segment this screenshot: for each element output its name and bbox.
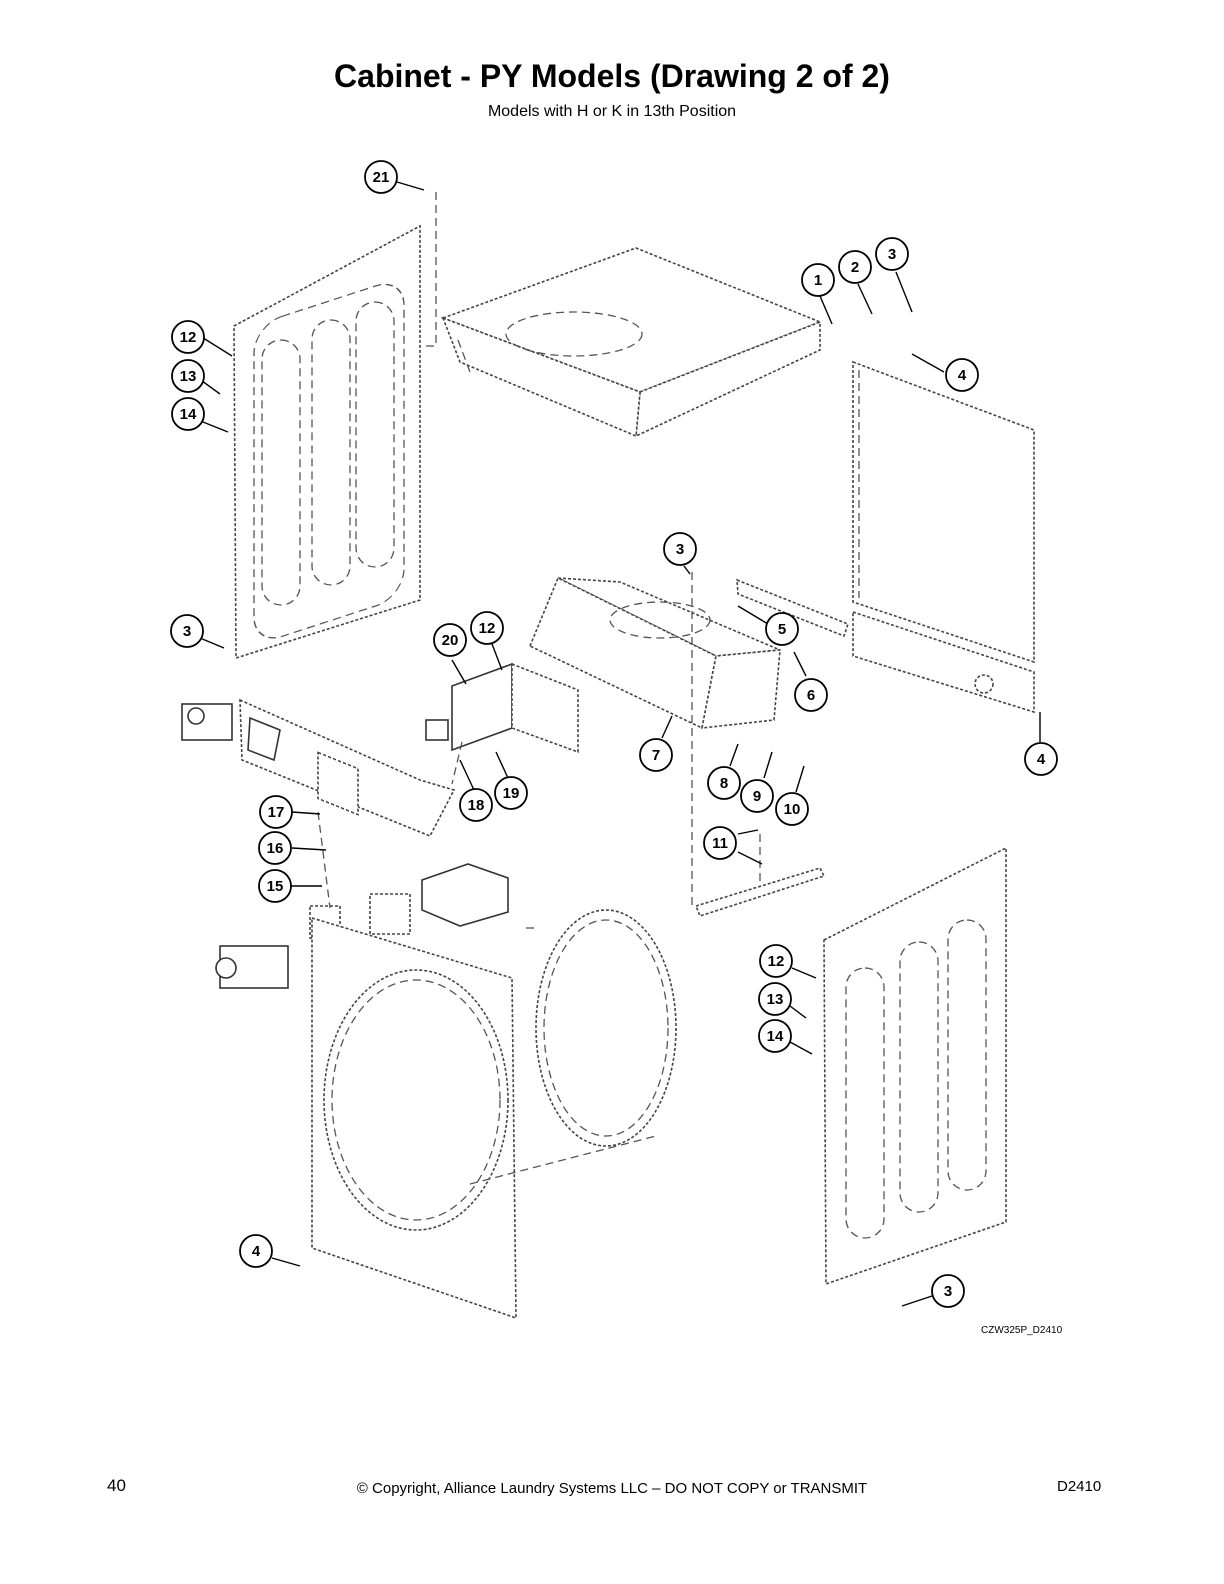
drawing-code: CZW325P_D2410 <box>981 1325 1063 1336</box>
svg-text:14: 14 <box>767 1028 784 1045</box>
page-number: 40 <box>107 1476 126 1495</box>
callout-8: 8 <box>707 766 741 800</box>
svg-text:2: 2 <box>851 259 859 276</box>
svg-text:12: 12 <box>180 329 197 346</box>
svg-text:17: 17 <box>268 804 285 821</box>
svg-text:3: 3 <box>183 623 191 640</box>
electrical-box <box>421 863 509 927</box>
dial-knob <box>215 945 289 989</box>
svg-text:10: 10 <box>784 801 801 818</box>
base-frame <box>528 576 781 730</box>
right-side-panel <box>823 846 1007 1286</box>
svg-text:1: 1 <box>814 272 822 289</box>
timer-module <box>181 703 233 741</box>
callout-14: 14 <box>171 397 205 431</box>
control-board <box>425 662 579 754</box>
svg-text:3: 3 <box>944 1283 952 1300</box>
svg-text:8: 8 <box>720 775 728 792</box>
svg-text:9: 9 <box>753 788 761 805</box>
svg-text:5: 5 <box>778 621 786 638</box>
svg-text:3: 3 <box>888 246 896 263</box>
callout-20: 20 <box>433 623 467 657</box>
callout-13: 13 <box>171 359 205 393</box>
callout-21: 21 <box>364 160 398 194</box>
callout-17: 17 <box>259 795 293 829</box>
assembly-lines <box>317 192 761 1185</box>
callout-13: 13 <box>758 982 792 1016</box>
front-panel <box>311 916 517 1320</box>
svg-text:12: 12 <box>768 953 785 970</box>
control-console <box>181 698 456 838</box>
callout-19: 19 <box>494 776 528 810</box>
callout-5: 5 <box>765 612 799 646</box>
callout-4: 4 <box>945 358 979 392</box>
svg-text:16: 16 <box>267 840 284 857</box>
callout-2: 2 <box>838 250 872 284</box>
callout-4: 4 <box>1024 742 1058 776</box>
svg-text:4: 4 <box>252 1243 261 1260</box>
callout-12: 12 <box>470 611 504 645</box>
callout-9: 9 <box>740 779 774 813</box>
svg-text:13: 13 <box>180 368 197 385</box>
svg-text:21: 21 <box>373 169 390 186</box>
page-title: Cabinet - PY Models (Drawing 2 of 2) <box>334 58 890 94</box>
callout-14: 14 <box>758 1019 792 1053</box>
callout-6: 6 <box>794 678 828 712</box>
callout-16: 16 <box>258 831 292 865</box>
callout-3: 3 <box>875 237 909 271</box>
document-code: D2410 <box>1057 1478 1102 1495</box>
callout-3: 3 <box>931 1274 965 1308</box>
cover-plate <box>736 578 849 638</box>
svg-text:15: 15 <box>267 878 284 895</box>
svg-text:7: 7 <box>652 747 660 764</box>
svg-text:11: 11 <box>712 835 728 852</box>
callout-15: 15 <box>258 869 292 903</box>
page-subtitle: Models with H or K in 13th Position <box>487 103 737 120</box>
door-gasket <box>535 909 677 1147</box>
left-side-panel <box>233 224 421 660</box>
callout-12: 12 <box>171 320 205 354</box>
copyright-notice: © Copyright, Alliance Laundry Systems LL… <box>356 1480 868 1497</box>
svg-text:13: 13 <box>767 991 784 1008</box>
svg-text:3: 3 <box>676 541 684 558</box>
callout-11: 11 <box>703 826 737 860</box>
callout-12: 12 <box>759 944 793 978</box>
svg-text:20: 20 <box>442 632 459 649</box>
callout-4: 4 <box>239 1234 273 1268</box>
callout-leaders <box>197 181 1041 1307</box>
svg-text:12: 12 <box>479 620 496 637</box>
svg-text:6: 6 <box>807 687 815 704</box>
callout-3: 3 <box>170 614 204 648</box>
top-cover <box>440 247 823 438</box>
callout-18: 18 <box>459 788 493 822</box>
toe-bracket <box>694 867 826 917</box>
svg-text:4: 4 <box>1037 751 1046 768</box>
svg-text:19: 19 <box>503 785 520 802</box>
callout-7: 7 <box>639 738 673 772</box>
svg-text:14: 14 <box>180 406 197 423</box>
callout-1: 1 <box>801 263 835 297</box>
callout-3: 3 <box>663 532 697 566</box>
callout-10: 10 <box>775 792 809 826</box>
svg-text:18: 18 <box>468 797 485 814</box>
rear-panel <box>852 360 1035 714</box>
svg-text:4: 4 <box>958 367 967 384</box>
